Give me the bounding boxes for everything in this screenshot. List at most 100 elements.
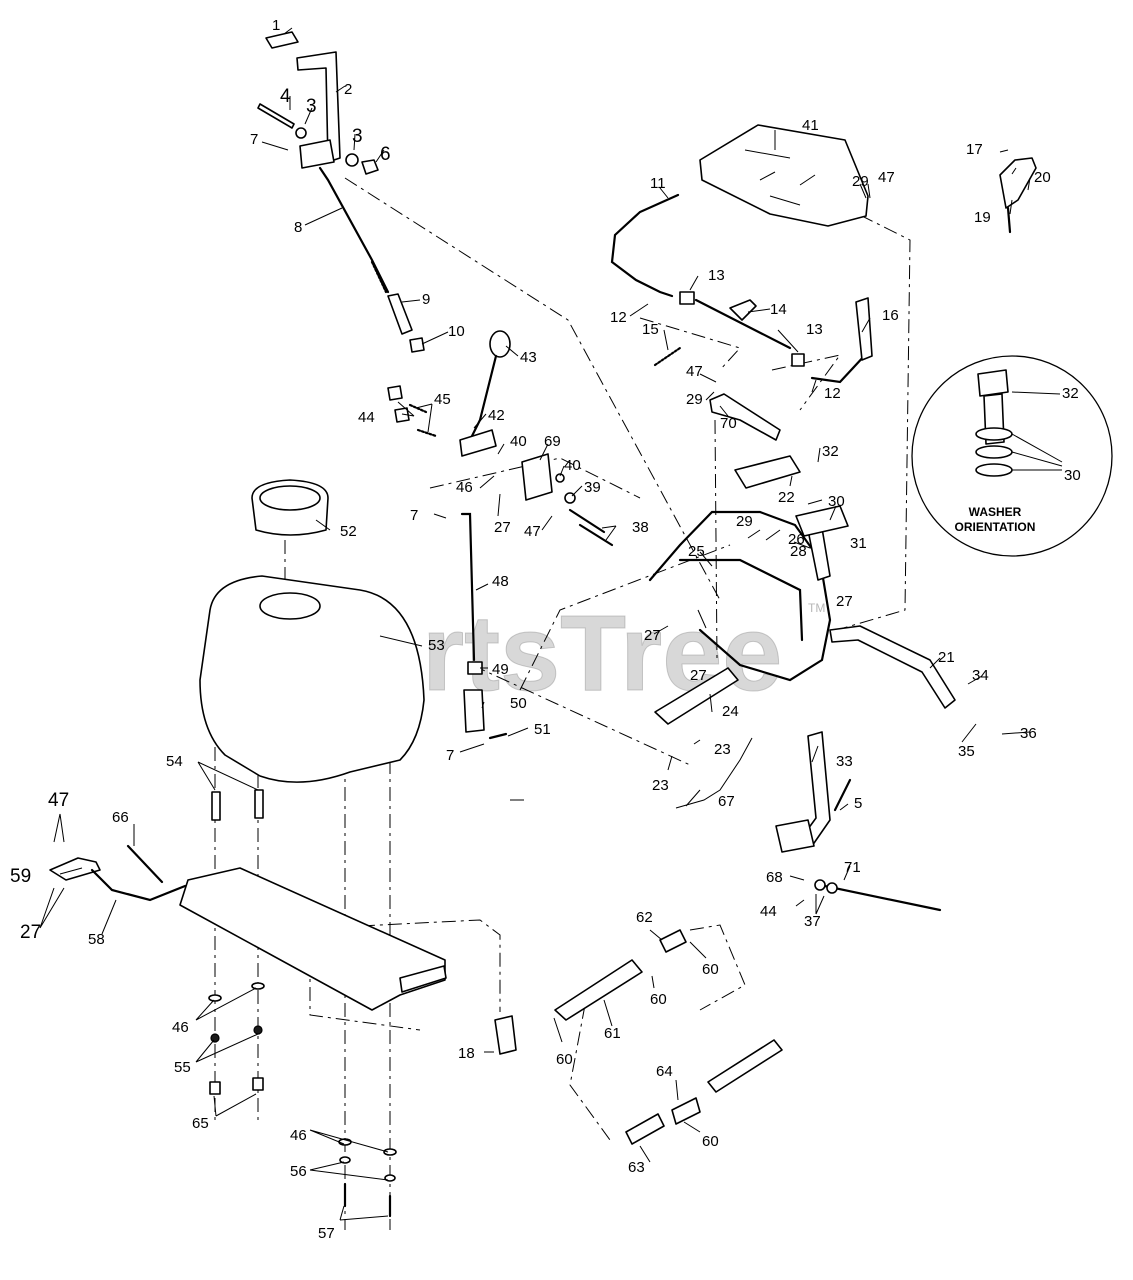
washer-3b [345,153,359,167]
spring-coils [370,260,388,294]
callout-5: 5 [854,795,862,812]
callout-41: 41 [802,117,819,134]
nut-65b [252,1077,264,1091]
callout-68: 68 [766,869,783,886]
nut-37a [814,879,826,891]
callout-7c: 7 [446,747,454,764]
bracket-14 [729,299,757,321]
callout-64: 64 [656,1063,673,1080]
callout-61: 61 [604,1025,621,1042]
washer-title-line1: WASHER [969,505,1022,519]
callout-46c: 46 [290,1127,307,1144]
fuel-line-system [49,844,783,1145]
callout-31: 31 [850,535,867,552]
callout-38: 38 [632,519,649,536]
nut-10 [409,337,425,353]
washer-30a [975,427,1013,441]
callout-54: 54 [166,753,183,770]
callout-60a: 60 [556,1051,573,1068]
callout-67: 67 [718,793,735,810]
bolt-38b [578,523,614,547]
callout-66: 66 [112,809,129,826]
callout-11: 11 [650,175,666,192]
callout-50: 50 [510,695,527,712]
handle-frame [648,455,956,725]
callout-27d: 27 [690,667,707,684]
fuel-filter-64 [671,1097,701,1125]
callout-2: 2 [344,81,352,98]
stud-hardware [208,789,397,1218]
shift-arm-assembly [775,731,942,912]
stud-54a [211,791,221,821]
rod-14 [694,298,792,350]
callout-9: 9 [422,291,430,308]
mounting-plate [179,867,446,1011]
clevis-50 [463,689,485,733]
callout-17: 17 [966,141,983,158]
shift-lever-assembly [387,330,614,547]
spring-45b [416,428,438,438]
callout-27e: 27 [20,922,41,943]
bolt-5 [833,778,852,812]
callout-27a: 27 [494,519,511,536]
lever-43 [468,354,498,442]
brake-pedal-assembly [257,31,425,353]
callout-63: 63 [628,1159,645,1176]
nut-55a [210,1033,220,1043]
nut-55b [253,1025,263,1035]
callout-12a: 12 [610,309,627,326]
pedal-pad [265,31,299,49]
callout-23b: 23 [652,777,669,794]
washer-30b [975,445,1013,459]
callout-13a: 13 [708,267,725,284]
callout-1: 1 [272,17,280,34]
callout-13b: 13 [806,321,823,338]
nut-49 [467,661,483,675]
handle-21 [829,625,956,709]
control-body [999,157,1037,209]
bracket-70 [709,393,781,441]
callout-15: 15 [642,321,659,338]
rod-48 [460,512,476,662]
callout-labels: 1 2 3 4 7 3 6 8 9 10 41 29 47 11 12 13 1… [10,17,1081,1242]
nut-6 [361,159,379,175]
lever-28 [807,527,831,581]
cable-end-13b [791,353,805,367]
callout-14: 14 [770,301,787,318]
callout-47d: 47 [48,790,69,811]
callout-26: 26 [788,531,805,548]
bracket-59 [49,857,101,881]
mount-tab [399,965,447,993]
bolt-4 [257,103,295,129]
control-rod [818,883,942,912]
callout-19: 19 [974,209,991,226]
control-wire [1006,206,1012,234]
cover-plate-41 [699,124,869,227]
pedal-pivot-plate [299,139,335,169]
fuel-line-63 [625,1113,665,1145]
connector-62 [659,929,687,953]
callout-58: 58 [88,931,105,948]
callout-56: 56 [290,1163,307,1180]
linkage-rod-assembly [460,512,508,740]
callout-45: 45 [434,391,451,408]
hose-58 [90,868,187,902]
callout-29a: 29 [852,173,869,190]
fuel-line-upper [707,1039,783,1093]
callout-20: 20 [1034,169,1051,186]
washer-40 [555,473,565,483]
callout-27b: 27 [644,627,661,644]
washer-3a [295,127,307,139]
callout-52: 52 [340,523,357,540]
callout-65: 65 [192,1115,209,1132]
callout-60c: 60 [702,961,719,978]
pin-51 [488,732,508,740]
callout-49: 49 [492,661,509,678]
spring-15 [653,346,682,367]
callout-42: 42 [488,407,505,424]
callout-24: 24 [722,703,739,720]
nut-44a [387,385,403,401]
throttle-control [999,157,1037,234]
shutoff-valve-18 [494,1015,517,1055]
